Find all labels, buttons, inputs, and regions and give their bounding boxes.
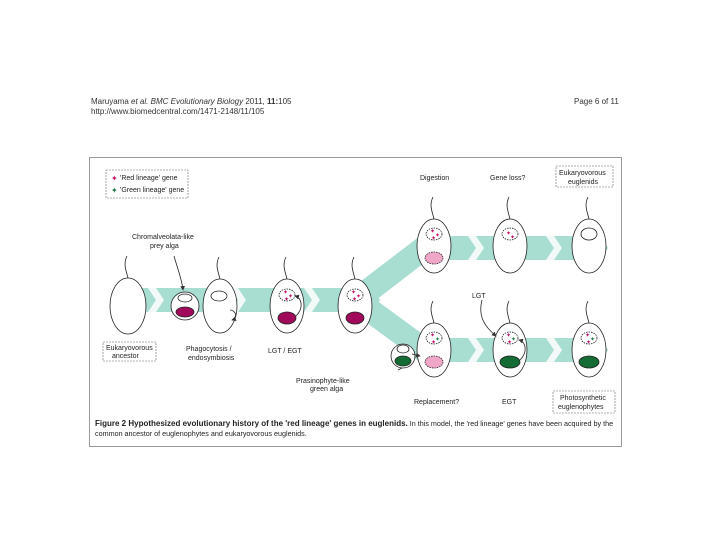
legend-red-icon: ✦	[111, 174, 118, 183]
citation-article: 105	[278, 97, 292, 106]
label-eukaryovorous-euglenids-1: Eukaryovorous	[559, 170, 606, 177]
band-lower	[352, 300, 608, 362]
citation-year: 2011,	[245, 97, 265, 106]
label-eukaryovorous-euglenids-2: euglenids	[568, 179, 598, 186]
legend: ✦ 'Red lineage' gene ✦ 'Green lineage' g…	[105, 169, 189, 199]
legend-green-icon: ✦	[111, 186, 118, 195]
svg-text:✦: ✦	[430, 332, 435, 339]
arrow-lgt	[480, 299, 497, 337]
legend-red-label: 'Red lineage' gene	[120, 175, 178, 182]
label-prasinophyte-1: Prasinophyte-like	[296, 378, 350, 385]
label-lgt-egt: LGT / EGT	[268, 348, 302, 355]
arrow-green-to-replacement	[411, 352, 421, 358]
label-digestion: Digestion	[420, 175, 449, 182]
chevron-7	[546, 338, 562, 362]
svg-text:✦: ✦	[430, 228, 435, 235]
cell-lgt-egt	[269, 256, 305, 334]
article-url[interactable]: http://www.biomedcentral.com/1471-2148/1…	[91, 107, 265, 116]
figure-panel: ✦ 'Red lineage' gene ✦ 'Green lineage' g…	[89, 157, 622, 447]
cell-prey-alga	[170, 291, 200, 321]
svg-text:✦: ✦	[511, 336, 516, 343]
label-photosynthetic-2: euglenophytes	[558, 404, 604, 411]
gene-markers: ✦✦✦ ✦✦✦ ✦✦✦ ✦✦ ✦✦✦ ✦✦✦ ✦✦✦	[283, 228, 595, 346]
label-photosynthetic-1: Photosynthetic	[560, 395, 606, 402]
band-upper	[352, 236, 608, 300]
svg-text:✦: ✦	[586, 339, 591, 346]
label-phagocytosis-2: endosymbiosis	[188, 355, 235, 362]
chevron-4	[468, 236, 484, 260]
cell-digestion	[416, 196, 452, 274]
caption-title: Figure 2 Hypothesized evolutionary histo…	[95, 419, 408, 428]
label-gene-loss: Gene loss?	[490, 175, 526, 182]
chevron-5	[546, 236, 562, 260]
cell-common-ancestor	[337, 256, 373, 334]
label-eukaryovorous-ancestor-1: Eukaryovorous	[106, 345, 153, 352]
svg-text:✦: ✦	[431, 339, 436, 346]
svg-text:✦: ✦	[507, 339, 512, 346]
svg-text:✦: ✦	[431, 235, 436, 242]
chevron-6	[468, 338, 484, 362]
cell-green-alga	[390, 343, 416, 369]
figure-diagram: ✦ 'Red lineage' gene ✦ 'Green lineage' g…	[102, 165, 616, 414]
svg-text:✦: ✦	[356, 293, 361, 300]
citation-line: Maruyama et al. BMC Evolutionary Biology…	[91, 97, 291, 107]
citation-authors: Maruyama	[91, 97, 129, 106]
svg-text:✦: ✦	[352, 296, 357, 303]
svg-text:✦: ✦	[283, 289, 288, 296]
label-chromalveolata-1: Chromalveolata-like	[132, 234, 194, 241]
cell-replacement	[416, 300, 452, 378]
svg-text:✦: ✦	[435, 336, 440, 343]
label-lgt: LGT	[472, 293, 486, 300]
chevron-3	[304, 288, 320, 312]
label-replacement: Replacement?	[414, 399, 459, 406]
svg-text:✦: ✦	[506, 230, 511, 237]
citation-volume: 11:	[267, 97, 279, 106]
legend-box	[105, 169, 189, 199]
page-number: Page 6 of 11	[574, 97, 619, 106]
svg-text:✦: ✦	[288, 293, 293, 300]
svg-text:✦: ✦	[435, 232, 440, 239]
cell-gene-loss	[492, 196, 528, 274]
citation-journal: BMC Evolutionary Biology	[150, 97, 244, 106]
chevron-1	[148, 288, 164, 312]
arrow-green-alga-1	[397, 367, 403, 371]
figure-caption: Figure 2 Hypothesized evolutionary histo…	[95, 419, 615, 439]
cell-egt	[492, 300, 528, 378]
caption-body: In this model, the 'red lineage' genes h…	[95, 419, 614, 438]
box-photosynthetic-euglenophytes	[552, 390, 616, 414]
cell-eukaryovorous-euglenids	[571, 196, 607, 274]
svg-text:✦: ✦	[506, 332, 511, 339]
label-phagocytosis-1: Phagocytosis /	[186, 346, 232, 353]
cell-phagocytosis	[202, 256, 238, 334]
label-prasinophyte-2: green alga	[310, 386, 343, 393]
arrow-prey-alga	[173, 255, 185, 291]
svg-text:✦: ✦	[351, 289, 356, 296]
legend-green-label: 'Green lineage' gene	[120, 187, 184, 194]
cell-photosynthetic-euglenophytes	[571, 300, 607, 378]
label-egt: EGT	[502, 399, 517, 406]
svg-text:✦: ✦	[284, 296, 289, 303]
svg-text:✦: ✦	[585, 332, 590, 339]
svg-text:✦: ✦	[590, 336, 595, 343]
cell-eukaryovorous-ancestor	[109, 255, 147, 335]
label-chromalveolata-2: prey alga	[150, 243, 179, 250]
label-eukaryovorous-ancestor-2: ancestor	[112, 353, 140, 360]
citation-etal: et al.	[131, 97, 149, 106]
box-eukaryovorous-euglenids	[555, 165, 614, 188]
svg-text:✦: ✦	[510, 234, 515, 241]
